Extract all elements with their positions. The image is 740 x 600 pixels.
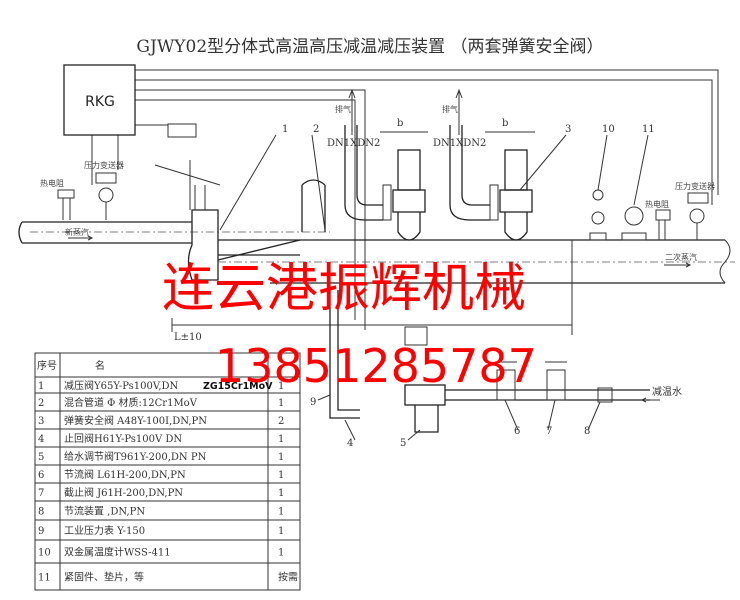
callout-2: 2: [313, 124, 319, 135]
table-cell-no: 2: [38, 398, 44, 409]
table-cell-qty: 按需: [278, 571, 298, 584]
inlet-pipe: 新蒸汽: [18, 221, 330, 244]
table-cell-name: 工业压力表 Y-150: [64, 524, 145, 537]
callout-4: 4: [347, 438, 353, 449]
table-cell-qty: 1: [278, 381, 284, 392]
watermark-phone: 13851285787: [215, 339, 537, 393]
safety-valve-2: [489, 149, 533, 241]
watermark-company: 连云港振辉机械: [162, 259, 526, 319]
parts-table: 序号 名 1 减压阀Y65Y-Ps100V,DN 1 ZG15Cr1MoV 2 混合管道 …: [34, 352, 301, 591]
dim-b-label-1: b: [397, 118, 403, 129]
rkg-controller-box: [63, 64, 136, 136]
rkg-label: RKG: [85, 94, 115, 110]
table-cell-name: 给水调节阀T961Y-200,DN PN: [64, 450, 207, 463]
callout-1: 1: [282, 124, 288, 135]
table-cell-no: 4: [38, 434, 44, 445]
table-header-name: 名: [95, 359, 105, 372]
callout-9: 9: [310, 397, 316, 408]
table-cell-qty: 1: [278, 488, 284, 499]
table-cell-qty: 1: [278, 470, 284, 481]
table-cell-no: 8: [38, 507, 44, 518]
table-cell-name: 节流装置 ,DN,PN: [64, 505, 145, 518]
table-cell-name: 止回阀H61Y-Ps100V DN: [64, 432, 182, 445]
table-cell-qty: 1: [278, 548, 284, 559]
callout-7: 7: [546, 426, 552, 437]
table-cell-name: 减压阀Y65Y-Ps100V,DN: [64, 379, 179, 392]
table-cell-no: 11: [38, 573, 51, 584]
right-instruments: 热电阻 压力变送器: [589, 181, 715, 241]
table-cell-qty: 1: [278, 507, 284, 518]
table-cell-qty: 2: [278, 416, 284, 427]
dim-b-label-2: b: [502, 118, 508, 129]
inlet-steam-label: 新蒸汽: [65, 227, 89, 237]
pressure-transmitter-left-label: 压力变送器: [84, 160, 124, 170]
safety-valve-1: [382, 149, 426, 241]
exhaust-label-2: 排气: [442, 104, 458, 114]
left-instruments: 热电阻 压力变送器: [40, 160, 124, 220]
callout-8: 8: [584, 426, 590, 437]
table-cell-name: 混合管道 Φ 材质:12Cr1MoV: [64, 396, 198, 409]
table-cell-name: 节流阀 L61H-200,DN,PN: [64, 468, 186, 481]
diagram-title: GJWY02型分体式高温高压减温减压装置 （两套弹簧安全阀）: [136, 37, 603, 57]
callouts: 1 2 3 4 5 6 7 8 9 10 11: [219, 124, 655, 449]
table-cell-name: 紧固件、垫片，等: [64, 571, 144, 584]
table-cell-no: 9: [38, 526, 44, 537]
cooling-water-line: 减温水: [329, 290, 682, 433]
length-dimension: [171, 240, 573, 335]
callout-5: 5: [400, 438, 406, 449]
length-label: L±10: [174, 332, 202, 343]
pressure-transmitter-right-label: 压力变送器: [675, 181, 715, 191]
table-cell-qty: 1: [278, 398, 284, 409]
table-cell-no: 1: [38, 381, 44, 392]
thermal-resistor-right-label: 热电阻: [645, 199, 669, 209]
dn-label-1: DN1XDN2: [327, 138, 380, 149]
table-cell-name: 双金属温度计WSS-411: [64, 546, 171, 559]
cooling-water-label: 减温水: [652, 386, 682, 398]
callout-10: 10: [602, 124, 615, 135]
main-pipe: 二次蒸汽: [217, 179, 735, 284]
callout-6: 6: [514, 426, 520, 437]
table-cell-material: ZG15Cr1MoV: [203, 381, 273, 392]
table-cell-name: 截止阀 J61H-200,DN,PN: [64, 486, 183, 499]
callout-3: 3: [565, 124, 571, 135]
table-cell-no: 7: [38, 488, 44, 499]
actuator-box: [167, 123, 197, 138]
outlet-steam-label: 二次蒸汽: [665, 252, 697, 262]
table-cell-no: 3: [38, 416, 44, 427]
table-cell-no: 6: [38, 470, 44, 481]
callout-11: 11: [642, 124, 655, 135]
table-cell-qty: 1: [278, 434, 284, 445]
table-cell-qty: 1: [278, 526, 284, 537]
table-cell-qty: 1: [278, 452, 284, 463]
table-header-no: 序号: [37, 359, 57, 372]
exhaust-pipes: 排气 排气 b b DN1XDN2 DN1XDN2: [327, 88, 535, 221]
pressure-reducing-valve: [154, 160, 300, 281]
exhaust-label-1: 排气: [335, 104, 351, 114]
table-cell-name: 弹簧安全阀 A48Y-100I,DN,PN: [64, 414, 207, 427]
table-cell-no: 5: [38, 452, 44, 463]
thermal-resistor-left-label: 热电阻: [40, 178, 64, 188]
table-cell-no: 10: [38, 548, 51, 559]
dn-label-2: DN1XDN2: [433, 138, 486, 149]
